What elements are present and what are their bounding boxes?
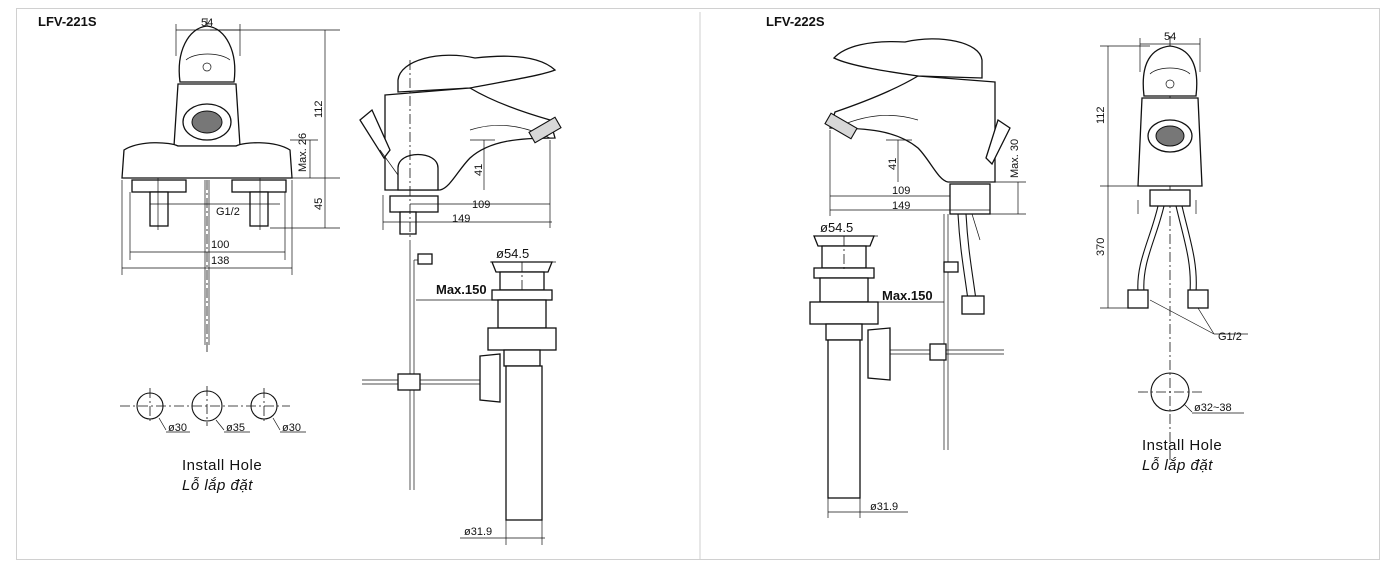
install-sub-right: Lỗ lắp đặt [1142,457,1213,474]
dim-reach-109-left: 109 [472,199,490,211]
install-holes-left [120,386,306,433]
dim-height-112-left: 112 [313,100,325,118]
dim-hose-370: 370 [1095,238,1107,256]
dim-width-54-right: 54 [1164,31,1176,43]
install-title-left: Install Hole [182,457,262,474]
dim-center-100: 100 [211,239,229,251]
dim-length-149-left: 149 [452,213,470,225]
dim-drain-pipe-right: ø31.9 [870,501,898,513]
front-dims-left [121,24,340,275]
dim-spout-41-left: 41 [473,164,485,176]
dim-max-26: Max. 26 [297,133,309,172]
side-dims-right [829,130,1026,216]
dim-spout-41-right: 41 [887,158,899,170]
side-view-left [359,54,562,490]
drain-dims-left [416,261,556,545]
hole-3-left: ø30 [282,422,301,434]
install-hole-right [1138,372,1244,414]
drain-right [809,235,891,499]
dim-length-149-right: 149 [892,200,910,212]
hole-right: ø32~38 [1194,402,1232,414]
side-view-right [824,38,1011,450]
dim-drain-top-left: ø54.5 [496,246,529,261]
dim-max-30: Max. 30 [1009,139,1021,178]
dim-thread-right: G1/2 [1218,331,1242,343]
model-label-left: LFV-221S [38,14,97,29]
drawing-frame [16,8,1380,560]
side-dims-left [382,139,552,230]
dim-max-150-left: Max.150 [436,282,487,297]
dim-height-112-right: 112 [1095,106,1107,124]
hole-2-left: ø35 [226,422,245,434]
dim-max-150-right: Max.150 [882,288,933,303]
front-view-left [121,18,293,352]
dim-width-54-left: 54 [201,17,213,29]
dim-base-138: 138 [211,255,229,267]
dim-thread-left: G1/2 [216,206,240,218]
front-view-right [1127,36,1209,460]
dim-reach-109-right: 109 [892,185,910,197]
drain-left [479,261,557,521]
install-title-right: Install Hole [1142,437,1222,454]
dim-depth-45: 45 [313,198,325,210]
install-sub-left: Lỗ lắp đặt [182,477,253,494]
hole-1-left: ø30 [168,422,187,434]
drain-dims-right [814,235,944,518]
dim-drain-pipe-left: ø31.9 [464,526,492,538]
model-label-right: LFV-222S [766,14,825,29]
dim-drain-top-right: ø54.5 [820,220,853,235]
front-dims-right [1100,38,1248,335]
